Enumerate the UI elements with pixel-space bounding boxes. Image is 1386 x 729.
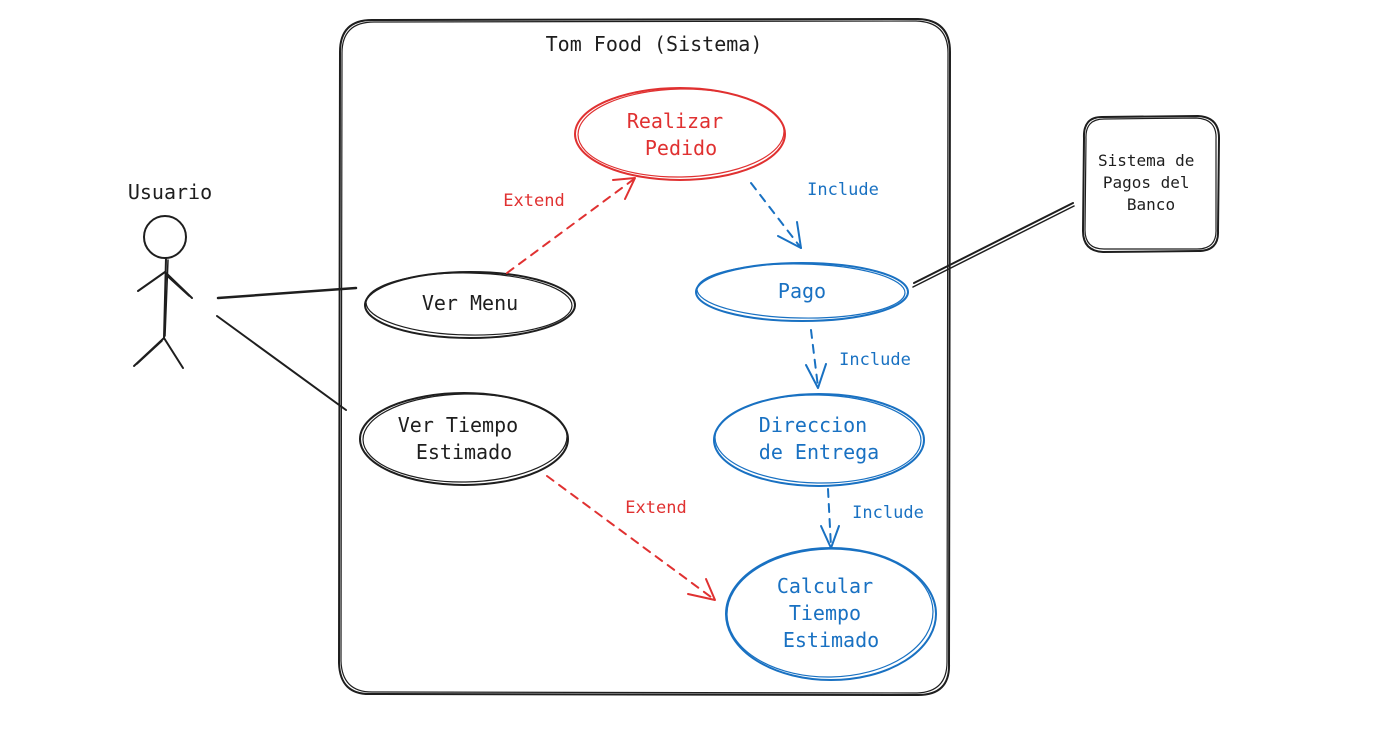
association-user-vermenu [216, 286, 358, 300]
association-user-vertiempo [216, 315, 347, 411]
usecase-line: Direccion [759, 413, 867, 437]
actor-bank-line: Sistema de [1098, 151, 1194, 170]
usecase-calcular: Calcular Tiempo Estimado [725, 547, 937, 681]
usecase-pago: Pago [695, 262, 909, 322]
usecase-realizar-pedido-label: Realizar Pedido [627, 109, 735, 160]
usecase-line: Estimado [416, 440, 512, 464]
usecase-line: Pago [778, 279, 826, 303]
system-boundary: Tom Food (Sistema) [338, 18, 951, 696]
relation-extend-menu-pedido: Extend [503, 177, 636, 274]
usecase-calcular-label: Calcular Tiempo Estimado [777, 574, 885, 652]
relation-include-pago-direccion: Include [805, 329, 911, 389]
usecase-ver-tiempo: Ver Tiempo Estimado [359, 392, 569, 486]
relation-include-label: Include [807, 180, 879, 200]
system-title: Tom Food (Sistema) [546, 32, 763, 56]
usecase-ver-tiempo-label: Ver Tiempo Estimado [398, 413, 530, 464]
usecase-line: Calcular [777, 574, 873, 598]
usecase-direccion-label: Direccion de Entrega [759, 413, 879, 464]
usecase-line: Realizar [627, 109, 723, 133]
usecase-direccion: Direccion de Entrega [713, 393, 925, 487]
actor-bank-line: Banco [1127, 195, 1175, 214]
usecase-realizar-pedido: Realizar Pedido [574, 87, 786, 181]
usecase-line: de Entrega [759, 440, 879, 464]
usecase-pago-label: Pago [778, 279, 826, 303]
relation-include-label: Include [852, 503, 924, 523]
usecase-ver-menu-label: Ver Menu [422, 291, 518, 315]
relation-include-direccion-calcular: Include [820, 488, 924, 549]
usecase-ver-menu: Ver Menu [364, 271, 576, 339]
actor-usuario-label: Usuario [128, 180, 212, 204]
usecase-line: Estimado [783, 628, 879, 652]
association-pago-bank [912, 202, 1075, 288]
relation-extend-label: Extend [503, 191, 564, 211]
relation-extend-label: Extend [625, 498, 686, 518]
relation-include-label: Include [839, 350, 911, 370]
usecase-line: Pedido [645, 136, 717, 160]
usecase-line: Ver Tiempo [398, 413, 518, 437]
actor-bank-label: Sistema de Pagos del Banco [1098, 151, 1204, 214]
relation-include-pedido-pago: Include [750, 180, 879, 249]
stick-figure-icon [133, 215, 193, 369]
actor-bank-line: Pagos del [1103, 173, 1190, 192]
relation-extend-tiempo-calcular: Extend [546, 475, 716, 601]
actor-usuario: Usuario [128, 180, 212, 369]
actor-bank: Sistema de Pagos del Banco [1082, 115, 1220, 253]
usecase-line: Tiempo [789, 601, 861, 625]
usecase-line: Ver Menu [422, 291, 518, 315]
